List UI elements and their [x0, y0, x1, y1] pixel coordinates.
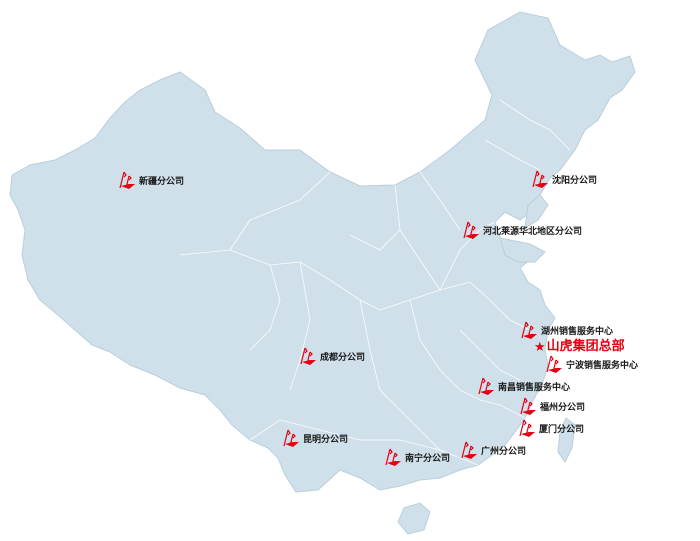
flag-pin-icon — [546, 355, 562, 373]
office-marker-ningbo[interactable]: 宁波销售服务中心 — [544, 352, 638, 374]
office-marker-guangzhou[interactable]: 广州分公司 — [459, 438, 526, 460]
office-marker-shenyang[interactable]: 沈阳分公司 — [530, 167, 597, 189]
office-label: 新疆分公司 — [139, 177, 185, 187]
office-label: 湖州销售服务中心 — [541, 327, 614, 337]
flag-pin-icon — [283, 429, 299, 447]
office-marker-xinjiang[interactable]: 新疆分公司 — [117, 168, 184, 190]
office-label: 福州分公司 — [540, 403, 586, 413]
flag-pin-icon — [385, 448, 401, 466]
office-label: 南昌销售服务中心 — [498, 383, 571, 393]
headquarters-marker[interactable]: ★ 山虎集团总部 — [534, 340, 625, 354]
flag-pin-icon — [521, 321, 537, 339]
office-marker-chengdu[interactable]: 成都分公司 — [298, 344, 365, 366]
flag-pin-icon — [461, 441, 477, 459]
office-marker-huzhou[interactable]: 湖州销售服务中心 — [519, 318, 613, 340]
office-label: 昆明分公司 — [303, 435, 349, 445]
office-marker-hebei[interactable]: 河北莱源华北地区分公司 — [461, 218, 582, 240]
office-label: 厦门分公司 — [539, 425, 585, 435]
flag-pin-icon — [119, 171, 135, 189]
office-marker-nanning[interactable]: 南宁分公司 — [383, 445, 450, 467]
flag-pin-icon — [520, 397, 536, 415]
star-icon: ★ — [534, 339, 546, 355]
china-mainland-shape — [9, 11, 636, 493]
office-marker-nanchang[interactable]: 南昌销售服务中心 — [476, 374, 570, 396]
flag-pin-icon — [300, 347, 316, 365]
province-borders — [179, 99, 571, 466]
office-label: 宁波销售服务中心 — [566, 361, 639, 371]
flag-pin-icon — [478, 377, 494, 395]
flag-pin-icon — [463, 221, 479, 239]
flag-pin-icon — [519, 419, 535, 437]
office-label: 广州分公司 — [481, 447, 527, 457]
taiwan-shape — [557, 417, 576, 463]
liaodong-peninsula-shape — [524, 194, 549, 229]
office-marker-fuzhou[interactable]: 福州分公司 — [518, 394, 585, 416]
office-marker-xiamen[interactable]: 厦门分公司 — [517, 416, 584, 438]
headquarters-label: 山虎集团总部 — [546, 339, 625, 354]
flag-pin-icon — [532, 170, 548, 188]
hainan-shape — [397, 502, 431, 535]
office-label: 河北莱源华北地区分公司 — [483, 227, 583, 237]
office-label: 南宁分公司 — [405, 454, 451, 464]
office-label: 成都分公司 — [320, 353, 366, 363]
office-label: 沈阳分公司 — [552, 176, 598, 186]
office-marker-kunming[interactable]: 昆明分公司 — [281, 426, 348, 448]
shandong-peninsula-shape — [499, 237, 546, 263]
